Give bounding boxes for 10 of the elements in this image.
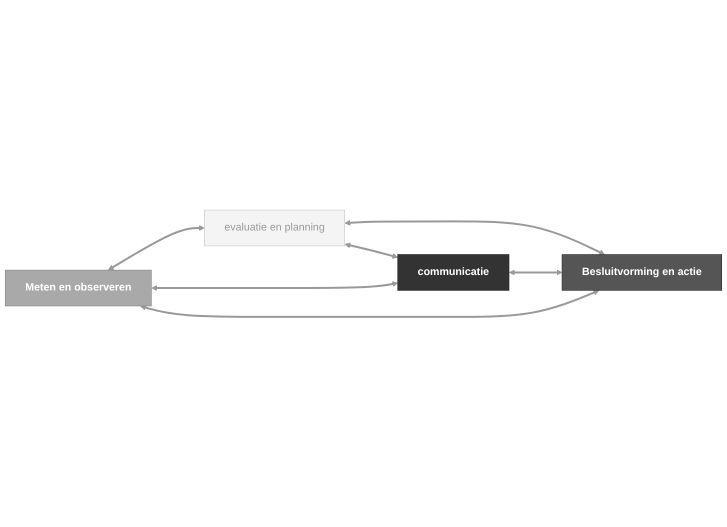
arrow xyxy=(151,281,398,291)
node-box: Besluitvorming en actie xyxy=(562,254,722,291)
arrow xyxy=(140,290,600,318)
node-box: communicatie xyxy=(397,254,510,291)
node-box: Meten en observeren xyxy=(4,270,152,306)
arrow xyxy=(508,270,562,276)
arrow xyxy=(344,242,398,259)
arrow xyxy=(108,225,205,270)
arrow xyxy=(344,220,605,255)
node-box: evaluatie en planning xyxy=(204,210,345,246)
